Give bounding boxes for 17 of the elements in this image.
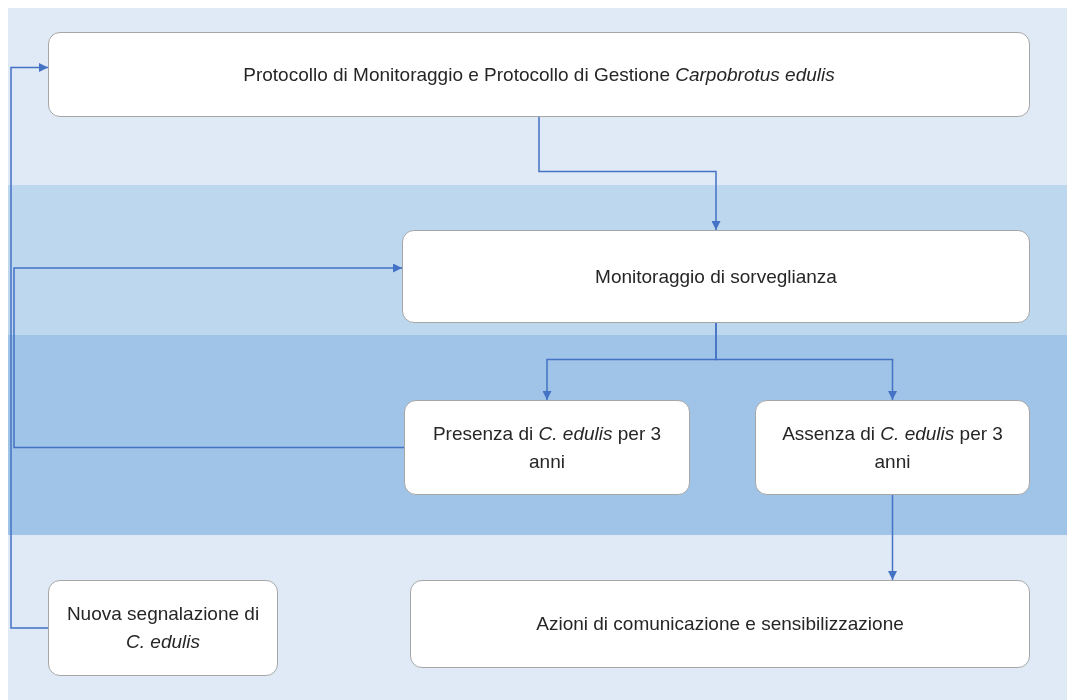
arrow — [715, 322, 897, 401]
process-box — [48, 32, 1030, 117]
process-box — [410, 580, 1030, 668]
process-box — [48, 580, 278, 676]
box-label: Assenza di C. edulis per 3 anni — [781, 421, 1004, 474]
box-label: Monitoraggio di sorveglianza — [595, 264, 837, 289]
box-label: Protocollo di Monitoraggio e Protocollo di Gestione Carpobrotus edulis — [243, 62, 835, 87]
arrow — [888, 494, 897, 581]
box-label: Azioni di comunicazione e sensibilizzazione — [536, 612, 904, 637]
process-box — [404, 400, 690, 495]
arrow — [13, 263, 405, 449]
box-label: Nuova segnalazione di C. edulis — [65, 602, 261, 654]
process-box — [402, 230, 1030, 323]
arrow — [10, 63, 49, 629]
process-box — [755, 400, 1030, 495]
arrow — [538, 116, 721, 231]
box-label: Presenza di C. edulis per 3 anni — [431, 421, 663, 474]
